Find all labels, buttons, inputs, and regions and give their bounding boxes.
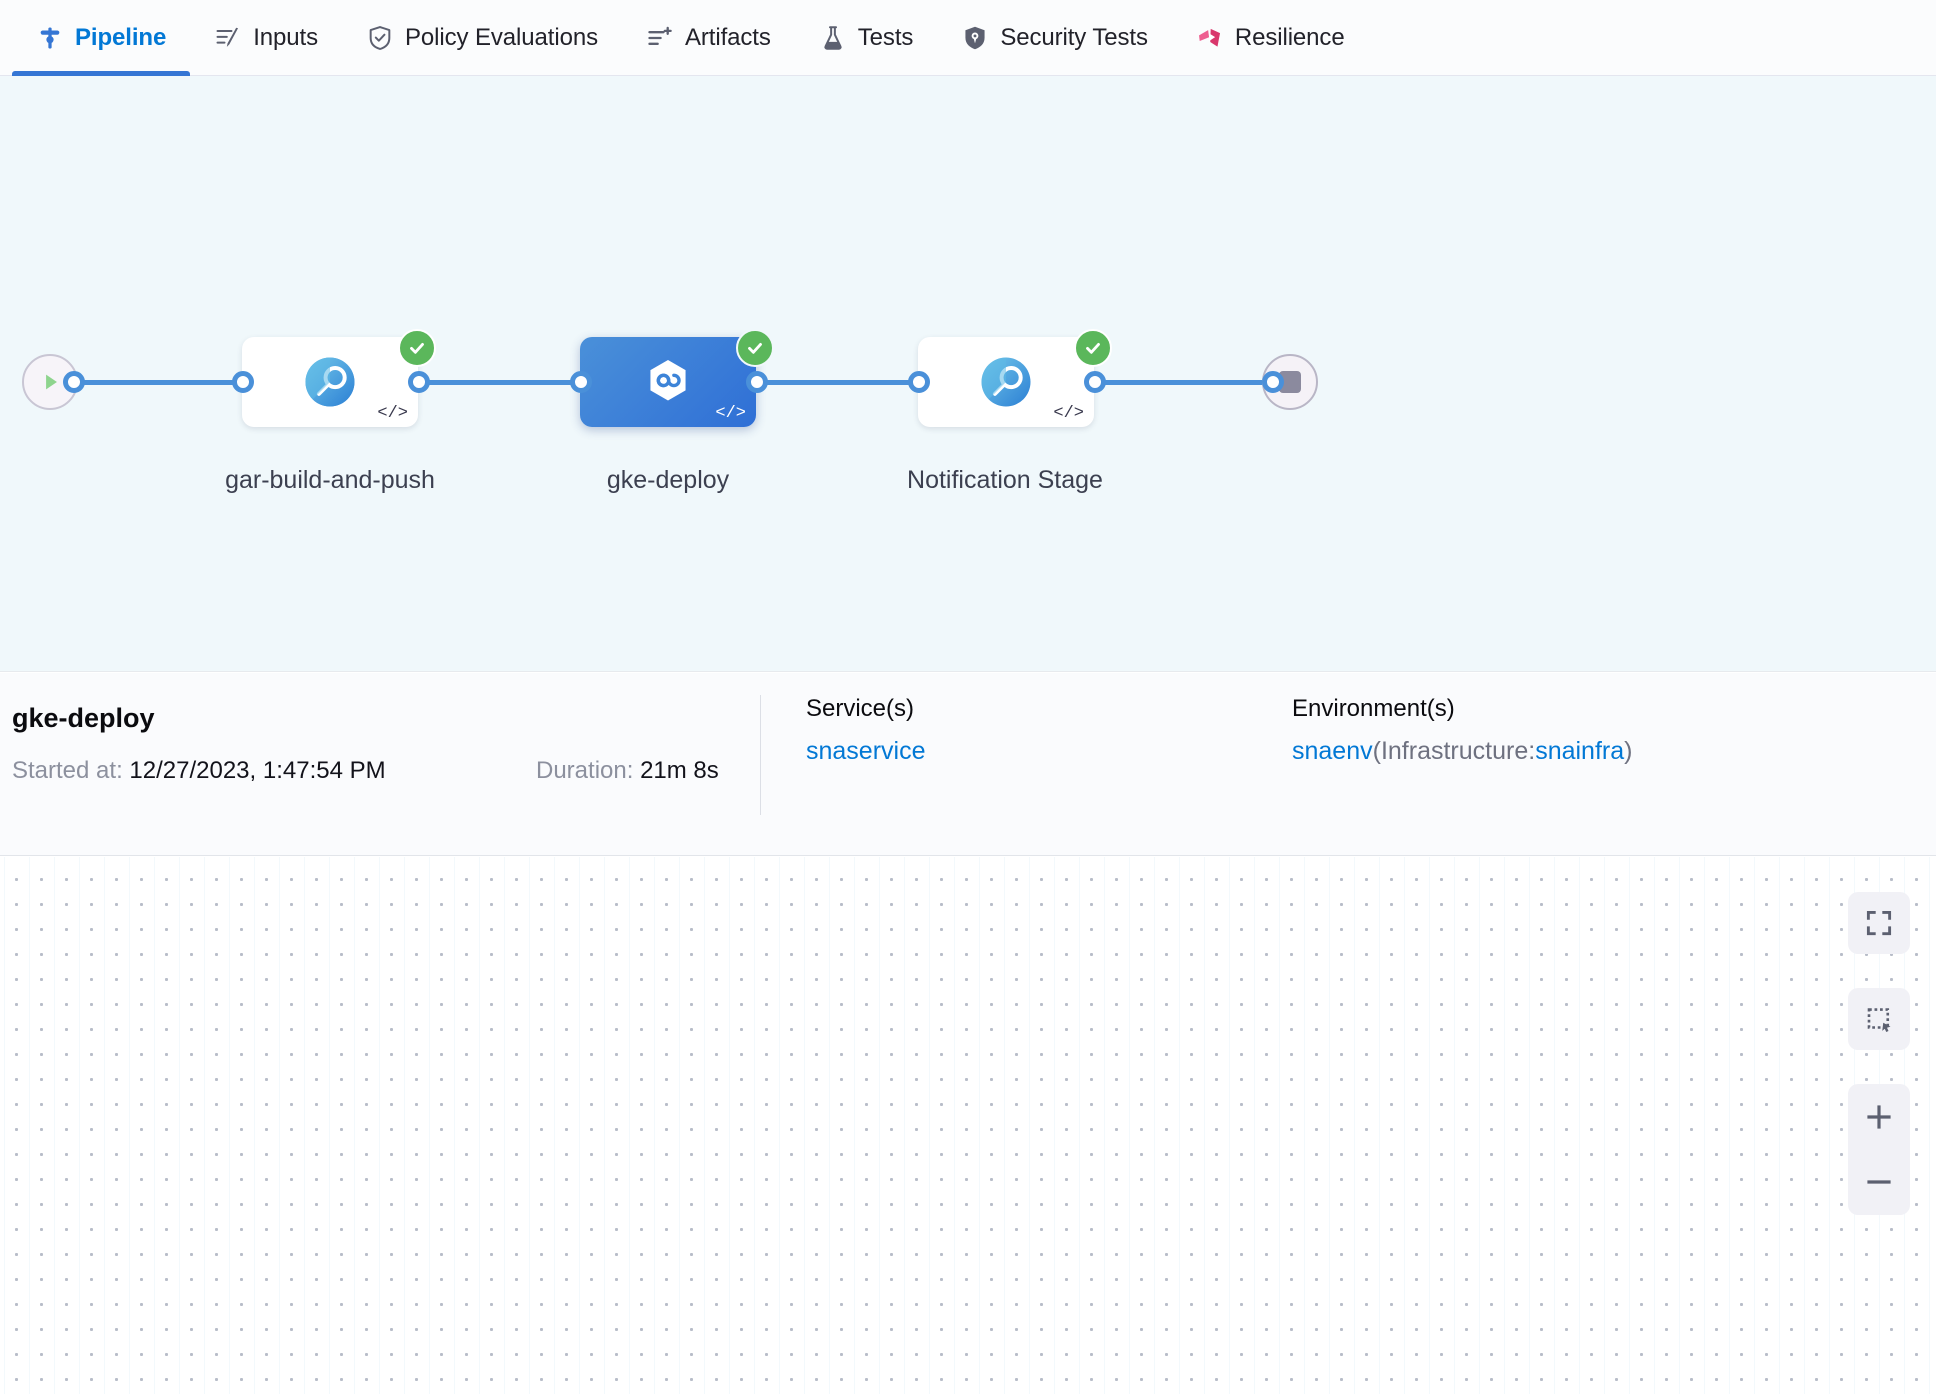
connector-port bbox=[63, 371, 85, 393]
connector-port bbox=[1084, 371, 1106, 393]
environment-value: snaenv(Infrastructure:snainfra) bbox=[1292, 737, 1632, 766]
connector-build-to-deploy bbox=[418, 380, 588, 385]
service-link[interactable]: snaservice bbox=[806, 737, 926, 765]
play-icon bbox=[46, 374, 57, 390]
pipeline-graph-canvas[interactable]: </> gar-build-and-push </> gke-deploy bbox=[0, 76, 1936, 672]
stage-details-title: gke-deploy bbox=[12, 703, 155, 733]
infrastructure-link[interactable]: snainfra bbox=[1535, 737, 1625, 765]
details-divider bbox=[760, 695, 761, 815]
started-at-label: Started at: bbox=[12, 757, 123, 784]
connector-port bbox=[408, 371, 430, 393]
fit-to-screen-button[interactable] bbox=[1848, 892, 1910, 954]
yaml-code-glyph[interactable]: </> bbox=[715, 404, 746, 423]
stage-details-panel: gke-deploy Started at: 12/27/2023, 1:47:… bbox=[0, 673, 1936, 856]
stage-label-gke-deploy: gke-deploy bbox=[606, 466, 730, 494]
environments-heading: Environment(s) bbox=[1292, 695, 1455, 722]
connector-notification-to-end bbox=[1094, 380, 1272, 385]
connector-deploy-to-notification bbox=[756, 380, 921, 385]
tab-artifacts[interactable]: Artifacts bbox=[622, 0, 795, 76]
status-badge-success bbox=[1074, 329, 1112, 367]
connector-port bbox=[746, 371, 768, 393]
pipeline-start-node[interactable] bbox=[22, 354, 78, 410]
tab-resilience-label: Resilience bbox=[1234, 23, 1345, 51]
infrastructure-prefix: (Infrastructure: bbox=[1372, 737, 1536, 765]
connector-port bbox=[232, 371, 254, 393]
minus-icon bbox=[1867, 1180, 1891, 1184]
stage-started-at: Started at: 12/27/2023, 1:47:54 PM bbox=[12, 757, 386, 785]
duration-label: Duration: bbox=[536, 757, 634, 784]
artifacts-icon bbox=[646, 24, 674, 52]
connector-port bbox=[1262, 371, 1284, 393]
security-shield-icon bbox=[961, 24, 989, 52]
connector-start-to-build bbox=[50, 380, 245, 385]
plus-icon bbox=[1867, 1105, 1891, 1129]
pipeline-icon bbox=[36, 24, 64, 52]
zoom-controls-group bbox=[1848, 1084, 1910, 1215]
connector-port bbox=[570, 371, 592, 393]
tab-security-tests-label: Security Tests bbox=[1000, 23, 1148, 51]
tab-tests[interactable]: Tests bbox=[795, 0, 938, 76]
stage-node-gar-build-and-push[interactable]: </> bbox=[242, 337, 418, 427]
stage-duration: Duration: 21m 8s bbox=[536, 757, 719, 785]
flask-icon bbox=[819, 24, 847, 52]
tab-artifacts-label: Artifacts bbox=[684, 23, 771, 51]
zoom-in-button[interactable] bbox=[1848, 1085, 1910, 1149]
tab-security-tests[interactable]: Security Tests bbox=[937, 0, 1172, 76]
status-badge-success bbox=[736, 329, 774, 367]
tab-pipeline[interactable]: Pipeline bbox=[12, 0, 191, 76]
environments-column: Environment(s) snaenv(Infrastructure:sna… bbox=[1292, 695, 1632, 766]
execution-graph-canvas[interactable]: </> Service </> Infrastructure Resource … bbox=[0, 857, 1936, 1394]
started-at-value: 12/27/2023, 1:47:54 PM bbox=[129, 757, 386, 784]
ci-build-icon bbox=[305, 357, 355, 407]
tab-inputs[interactable]: Inputs bbox=[190, 0, 342, 76]
tab-policy-evaluations-label: Policy Evaluations bbox=[405, 23, 598, 51]
infrastructure-suffix: ) bbox=[1624, 737, 1633, 765]
ci-build-icon bbox=[981, 357, 1031, 407]
services-heading: Service(s) bbox=[806, 695, 915, 722]
tab-resilience[interactable]: Resilience bbox=[1172, 0, 1369, 76]
stage-node-notification-stage[interactable]: </> bbox=[918, 337, 1094, 427]
duration-value: 21m 8s bbox=[640, 757, 719, 784]
selection-tool-button[interactable] bbox=[1848, 988, 1910, 1050]
stage-label-gar-build-and-push: gar-build-and-push bbox=[225, 466, 435, 494]
environment-link[interactable]: snaenv bbox=[1292, 737, 1373, 765]
shield-check-icon bbox=[366, 24, 394, 52]
inputs-icon bbox=[214, 24, 242, 52]
tab-pipeline-label: Pipeline bbox=[75, 23, 167, 51]
pipeline-tab-bar: Pipeline Inputs Policy Evaluations bbox=[0, 0, 1936, 76]
cd-deploy-icon bbox=[650, 359, 686, 401]
stage-node-gke-deploy[interactable]: </> bbox=[580, 337, 756, 427]
zoom-out-button[interactable] bbox=[1848, 1150, 1910, 1214]
selection-box-icon bbox=[1867, 1008, 1891, 1032]
stage-label-notification-stage: Notification Stage bbox=[907, 466, 1103, 494]
check-icon bbox=[748, 343, 762, 354]
fit-screen-icon bbox=[1866, 910, 1892, 936]
tab-inputs-label: Inputs bbox=[253, 23, 319, 51]
tab-policy-evaluations[interactable]: Policy Evaluations bbox=[342, 0, 622, 76]
yaml-code-glyph[interactable]: </> bbox=[1053, 404, 1084, 423]
yaml-code-glyph[interactable]: </> bbox=[377, 404, 408, 423]
stop-icon bbox=[1279, 371, 1301, 393]
services-column: Service(s) snaservice bbox=[806, 695, 926, 766]
check-icon bbox=[410, 343, 424, 354]
check-icon bbox=[1086, 343, 1100, 354]
status-badge-success bbox=[398, 329, 436, 367]
connector-port bbox=[908, 371, 930, 393]
resilience-icon bbox=[1196, 24, 1224, 52]
tab-tests-label: Tests bbox=[857, 23, 914, 51]
